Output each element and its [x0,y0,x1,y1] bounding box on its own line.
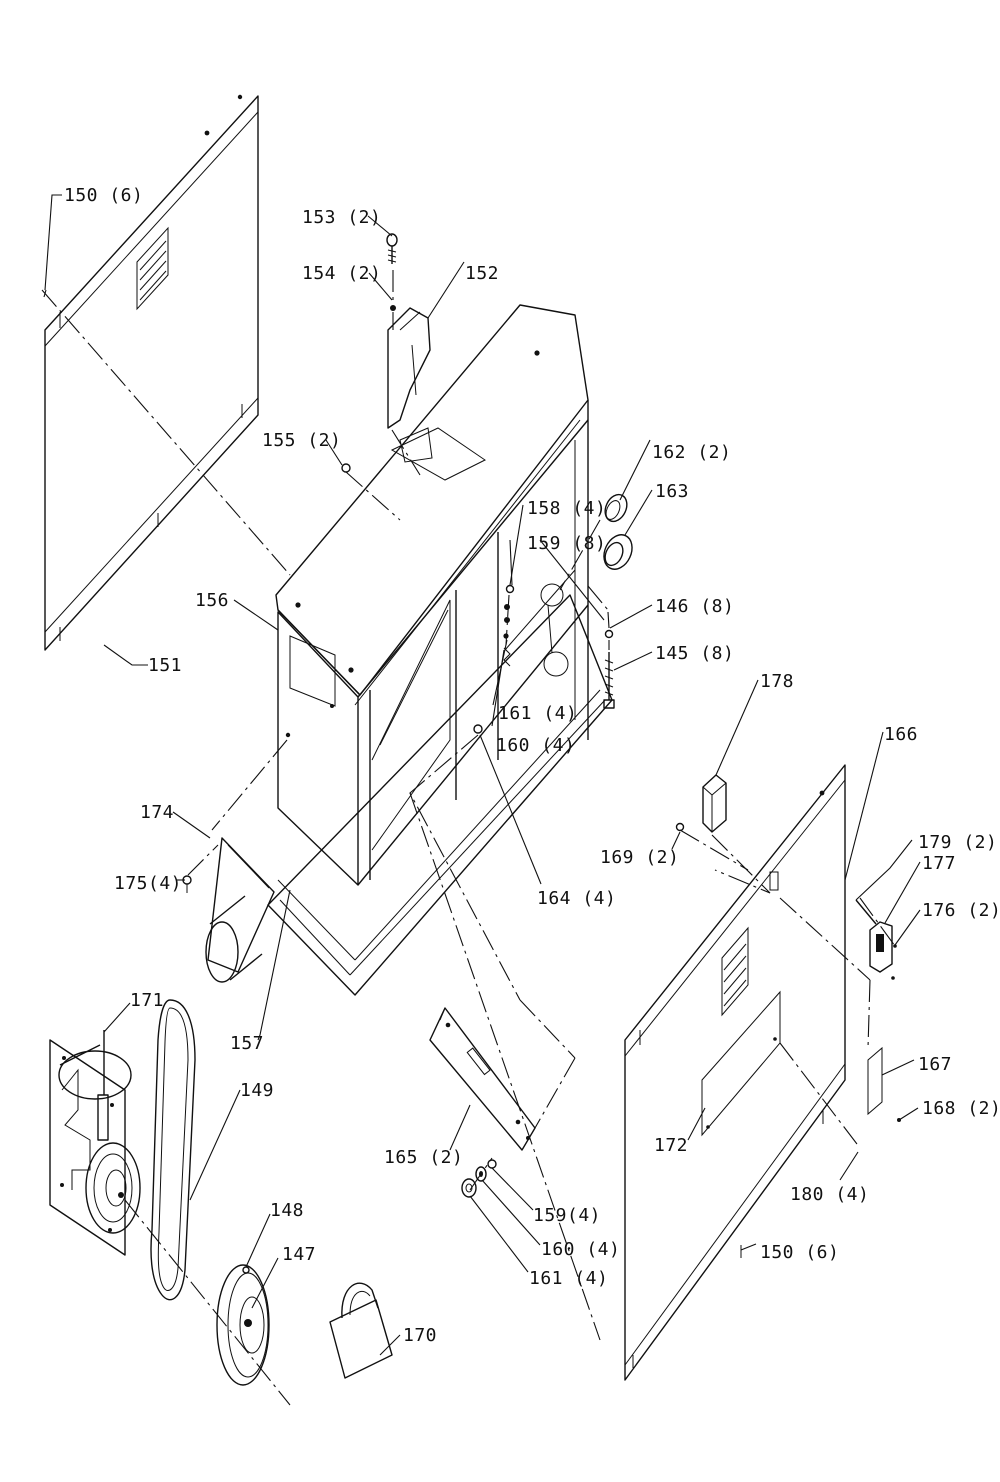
callout-156: 156 [195,590,229,611]
callout-162: 162 (2) [652,442,731,463]
screw-164 [473,724,483,734]
nut-161-lower [461,1178,477,1198]
callout-165: 165 (2) [384,1147,463,1168]
callout-labels: 150 (6) 153 (2) 154 (2) 152 155 (2) 162 … [64,185,1000,1346]
callout-152: 152 [465,263,499,284]
callout-157: 157 [230,1033,264,1054]
side-panel-151 [44,94,259,651]
bracket-165 [429,1007,536,1151]
callout-169: 169 (2) [600,847,679,868]
callout-164: 164 (4) [537,888,616,909]
callout-150-top: 150 (6) [64,185,143,206]
callout-148: 148 [270,1200,304,1221]
callout-179: 179 (2) [918,832,997,853]
dust-chute-174 [205,837,275,983]
centerlines [41,270,896,1406]
callout-168: 168 (2) [922,1098,1000,1119]
callout-159-lower: 159(4) [533,1205,601,1226]
callout-155: 155 (2) [262,430,341,451]
callout-158: 158 (4) [527,498,606,519]
leader-lines [43,194,921,1356]
side-panel-166 [624,764,846,1381]
callout-150-lower: 150 (6) [760,1242,839,1263]
switch-box-178 [702,774,727,833]
callout-172: 172 [654,1135,688,1156]
callout-180: 180 (4) [790,1184,869,1205]
callout-161-lower: 161 (4) [529,1268,608,1289]
callout-160-top: 160 (4) [496,735,575,756]
callout-170: 170 [403,1325,437,1346]
callout-154: 154 (2) [302,263,381,284]
callout-149: 149 [240,1080,274,1101]
callout-145: 145 (8) [655,643,734,664]
bolt-145 [603,652,615,709]
pulley-147 [216,1264,270,1386]
callout-146: 146 (8) [655,596,734,617]
washer-159-lower [487,1159,497,1169]
washer-154 [390,305,396,311]
callout-153: 153 (2) [302,207,381,228]
plate-167 [867,1046,883,1116]
bolt-153 [386,233,398,264]
handle-170 [329,1282,393,1379]
setscrew-148 [242,1266,250,1274]
callout-178: 178 [760,671,794,692]
callout-166: 166 [884,724,918,745]
bushing-163 [603,534,633,570]
switch-177 [855,899,897,980]
screw-169 [675,822,685,832]
callout-159-top: 159 (8) [527,533,606,554]
screw-175 [182,875,192,893]
callout-147: 147 [282,1244,316,1265]
nut-155 [341,463,351,473]
callout-163: 163 [655,481,689,502]
callout-171: 171 [130,990,164,1011]
callout-175: 175(4) [114,873,182,894]
cabinet-156 [267,304,613,996]
washer-146 [604,629,614,639]
callout-167: 167 [918,1054,952,1075]
callout-174: 174 [140,802,174,823]
motor-171 [49,1030,141,1256]
belt-149 [150,999,196,1301]
callout-151: 151 [148,655,182,676]
callout-160-lower: 160 (4) [541,1239,620,1260]
callout-177: 177 [922,853,956,874]
callout-176: 176 (2) [922,900,1000,921]
callout-161-top: 161 (4) [498,703,577,724]
bracket-152 [387,307,431,429]
